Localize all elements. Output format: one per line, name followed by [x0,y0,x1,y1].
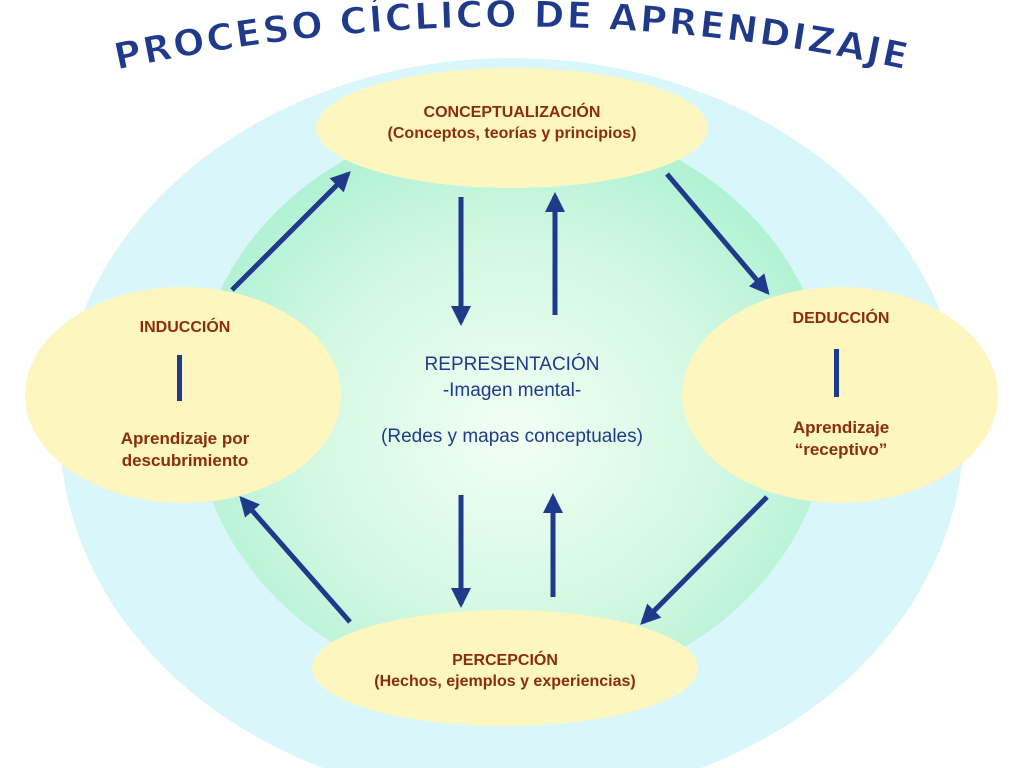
representacion-title: REPRESENTACIÓN [424,354,600,375]
conceptualizacion-label: CONCEPTUALIZACIÓN (Conceptos, teorías y … [312,103,712,145]
deduccion-divider [834,349,839,397]
node-deduccion [682,287,998,503]
conceptualizacion-title: CONCEPTUALIZACIÓN [423,104,601,121]
representacion-subtitle: -Imagen mental- [442,380,582,401]
deduccion-title: DEDUCCIÓN [792,310,890,327]
induccion-title: INDUCCIÓN [139,319,231,336]
induccion-divider [177,355,182,401]
percepcion-subtitle: (Hechos, ejemplos y experiencias) [374,672,636,690]
deduccion-line1: Aprendizaje [792,418,890,437]
induccion-line2: descubrimiento [121,451,249,471]
deduccion-line2: “receptivo” [794,440,888,460]
percepcion-label: PERCEPCIÓN (Hechos, ejemplos y experienc… [305,651,705,693]
deduccion-description: Aprendizaje “receptivo” [716,417,966,461]
induccion-description: Aprendizaje por descubrimiento [60,428,310,472]
representacion-label: REPRESENTACIÓN -Imagen mental- (Redes y … [312,352,712,450]
arrow-conceptualizacion-to-deduccion [665,172,770,296]
arrow-deduccion-to-percepcion [640,495,769,625]
arrow-induccion-to-conceptualizacion [230,171,351,292]
induccion-line1: Aprendizaje por [120,429,250,448]
deduccion-label: DEDUCCIÓN [716,309,966,330]
node-induccion [25,287,341,503]
percepcion-title: PERCEPCIÓN [452,652,558,669]
representacion-detail: (Redes y mapas conceptuales) [381,426,643,447]
node-percepcion [312,610,698,726]
induccion-label: INDUCCIÓN [60,318,310,339]
inner-circle [194,117,830,693]
conceptualizacion-subtitle: (Conceptos, teorías y principios) [387,124,637,142]
node-conceptualizacion [316,68,708,188]
arrow-percepcion-to-induccion [239,495,352,624]
